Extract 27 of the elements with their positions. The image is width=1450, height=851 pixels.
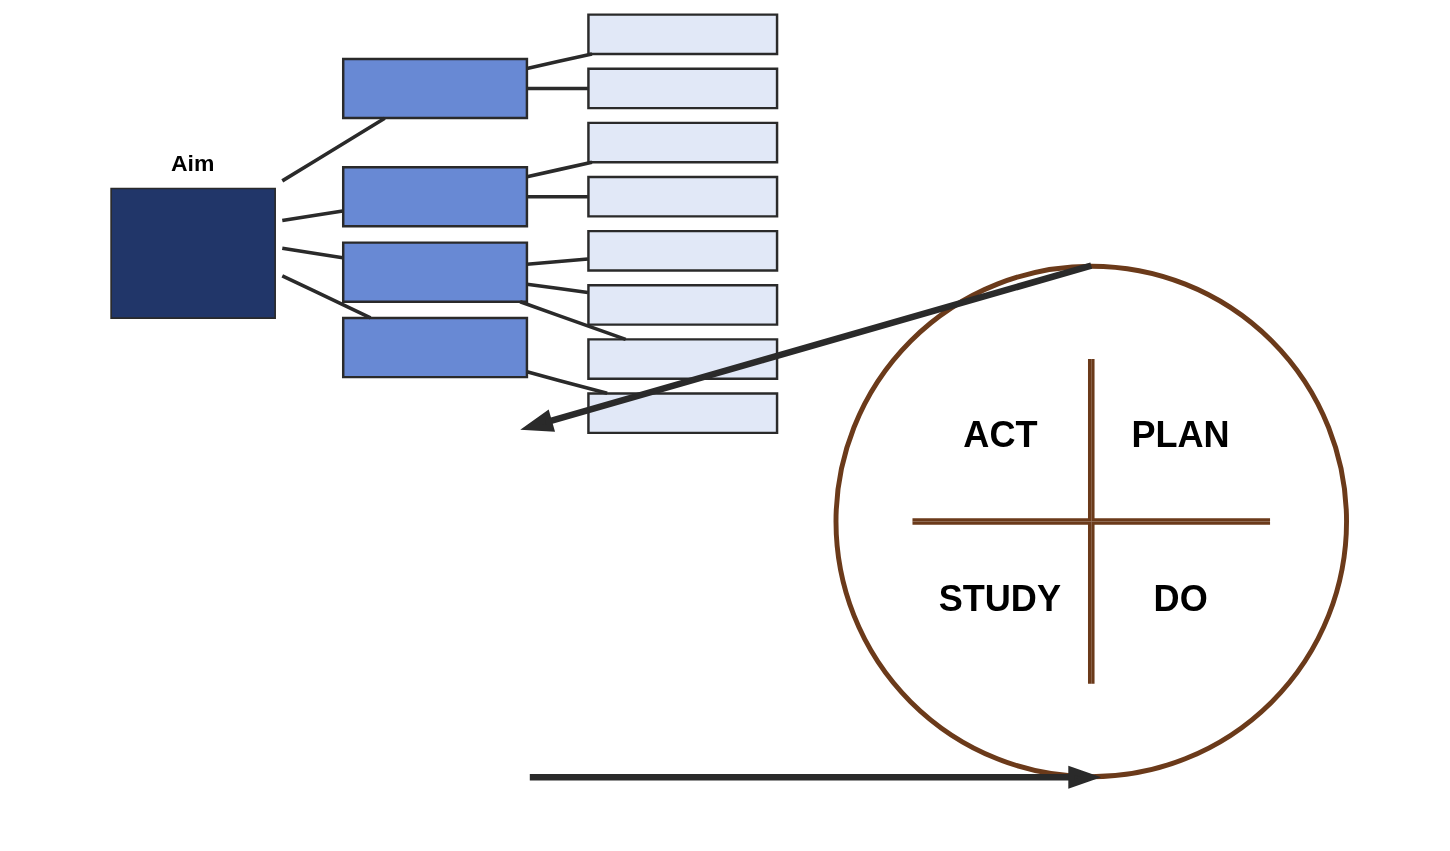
node-box — [586, 284, 778, 326]
node-circle: ACT PLAN STUDY DO — [833, 263, 1349, 780]
connector — [526, 282, 588, 295]
connector — [519, 300, 626, 342]
node-box — [341, 57, 528, 120]
node-box — [586, 229, 778, 272]
node-box — [586, 338, 778, 380]
connector — [526, 194, 588, 199]
connector — [526, 370, 608, 396]
node-box — [586, 392, 778, 435]
node-box — [586, 67, 778, 110]
arrow — [519, 262, 1092, 432]
connector — [281, 246, 343, 260]
arrow — [529, 765, 1101, 789]
node-box — [341, 316, 528, 379]
node-box — [586, 13, 778, 56]
connector — [280, 116, 386, 183]
node-box — [586, 175, 778, 218]
connector — [526, 52, 592, 71]
connector — [281, 209, 343, 223]
connector — [526, 160, 592, 179]
node-box — [586, 121, 778, 164]
node-box — [341, 241, 528, 303]
connector — [526, 86, 588, 91]
node-label: Aim — [170, 149, 214, 176]
connector — [526, 257, 588, 267]
node-box — [341, 165, 528, 228]
